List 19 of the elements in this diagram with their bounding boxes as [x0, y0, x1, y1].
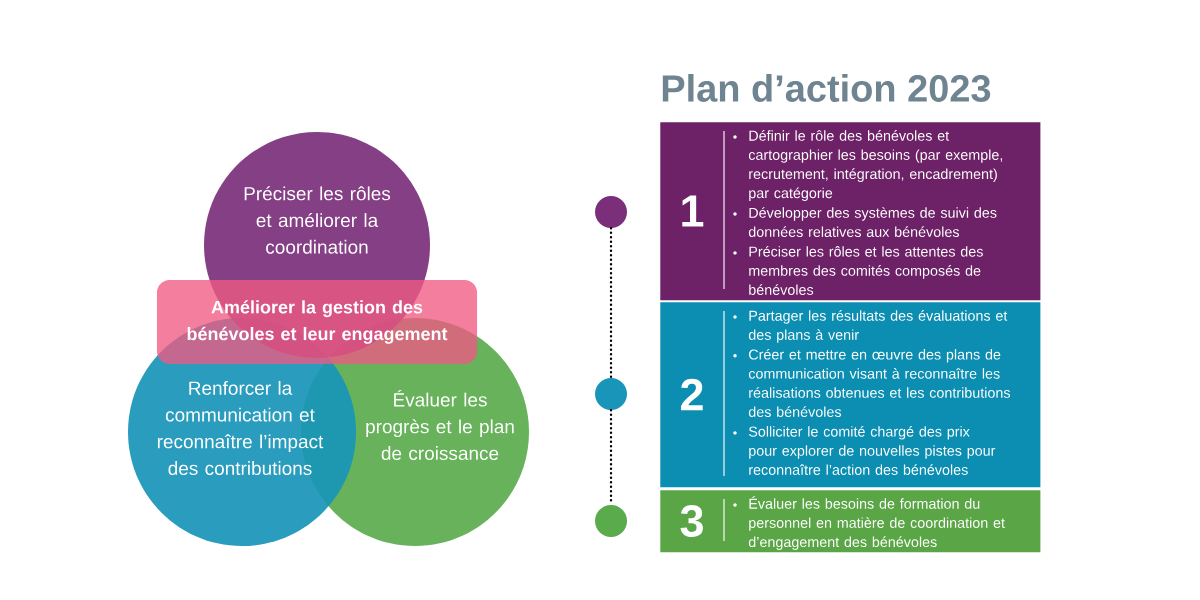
- timeline-dot: [595, 196, 627, 228]
- action-panel: [660, 490, 1041, 553]
- step-number: 3: [680, 505, 703, 537]
- timeline-dot: [595, 505, 627, 537]
- bullet-item: Solliciter le comité chargé des prix pour explorer de nouvelles pistes pour reconnaître l’action des bénévoles: [733, 426, 996, 475]
- bullet-item: Créer et mettre en œuvre des plans de communication visant à reconnaître les réalisations obtenues et les contributions des bénévoles: [733, 348, 1011, 417]
- bullet-item: Préciser les rôles et les attentes des membres des comités composés de bénévoles: [733, 246, 983, 295]
- step-number: 1: [682, 195, 704, 227]
- action-panel: [660, 302, 1041, 488]
- bullet-item: Développer des systèmes de suivi des données relatives aux bénévoles: [733, 207, 997, 237]
- action-panel: [660, 122, 1041, 301]
- bullet-item: Évaluer les besoins de formation du personnel en matière de coordination et d’engagement des bénévoles: [733, 496, 1005, 550]
- bullet-item: Définir le rôle des bénévoles et cartographier les besoins (par exemple, recrutement, intégration, encadrement) par catégorie: [733, 130, 1003, 201]
- step-number: 2: [681, 378, 703, 411]
- timeline-dot: [595, 378, 627, 410]
- dotted-connector: [609, 227, 613, 379]
- title: Plan d’action 2023: [662, 74, 991, 102]
- bullet-item: Partager les résultats des évaluations et des plans à venir: [733, 310, 1008, 343]
- highlight-band: Améliorer la gestion des bénévoles et leur engagement: [156, 280, 478, 364]
